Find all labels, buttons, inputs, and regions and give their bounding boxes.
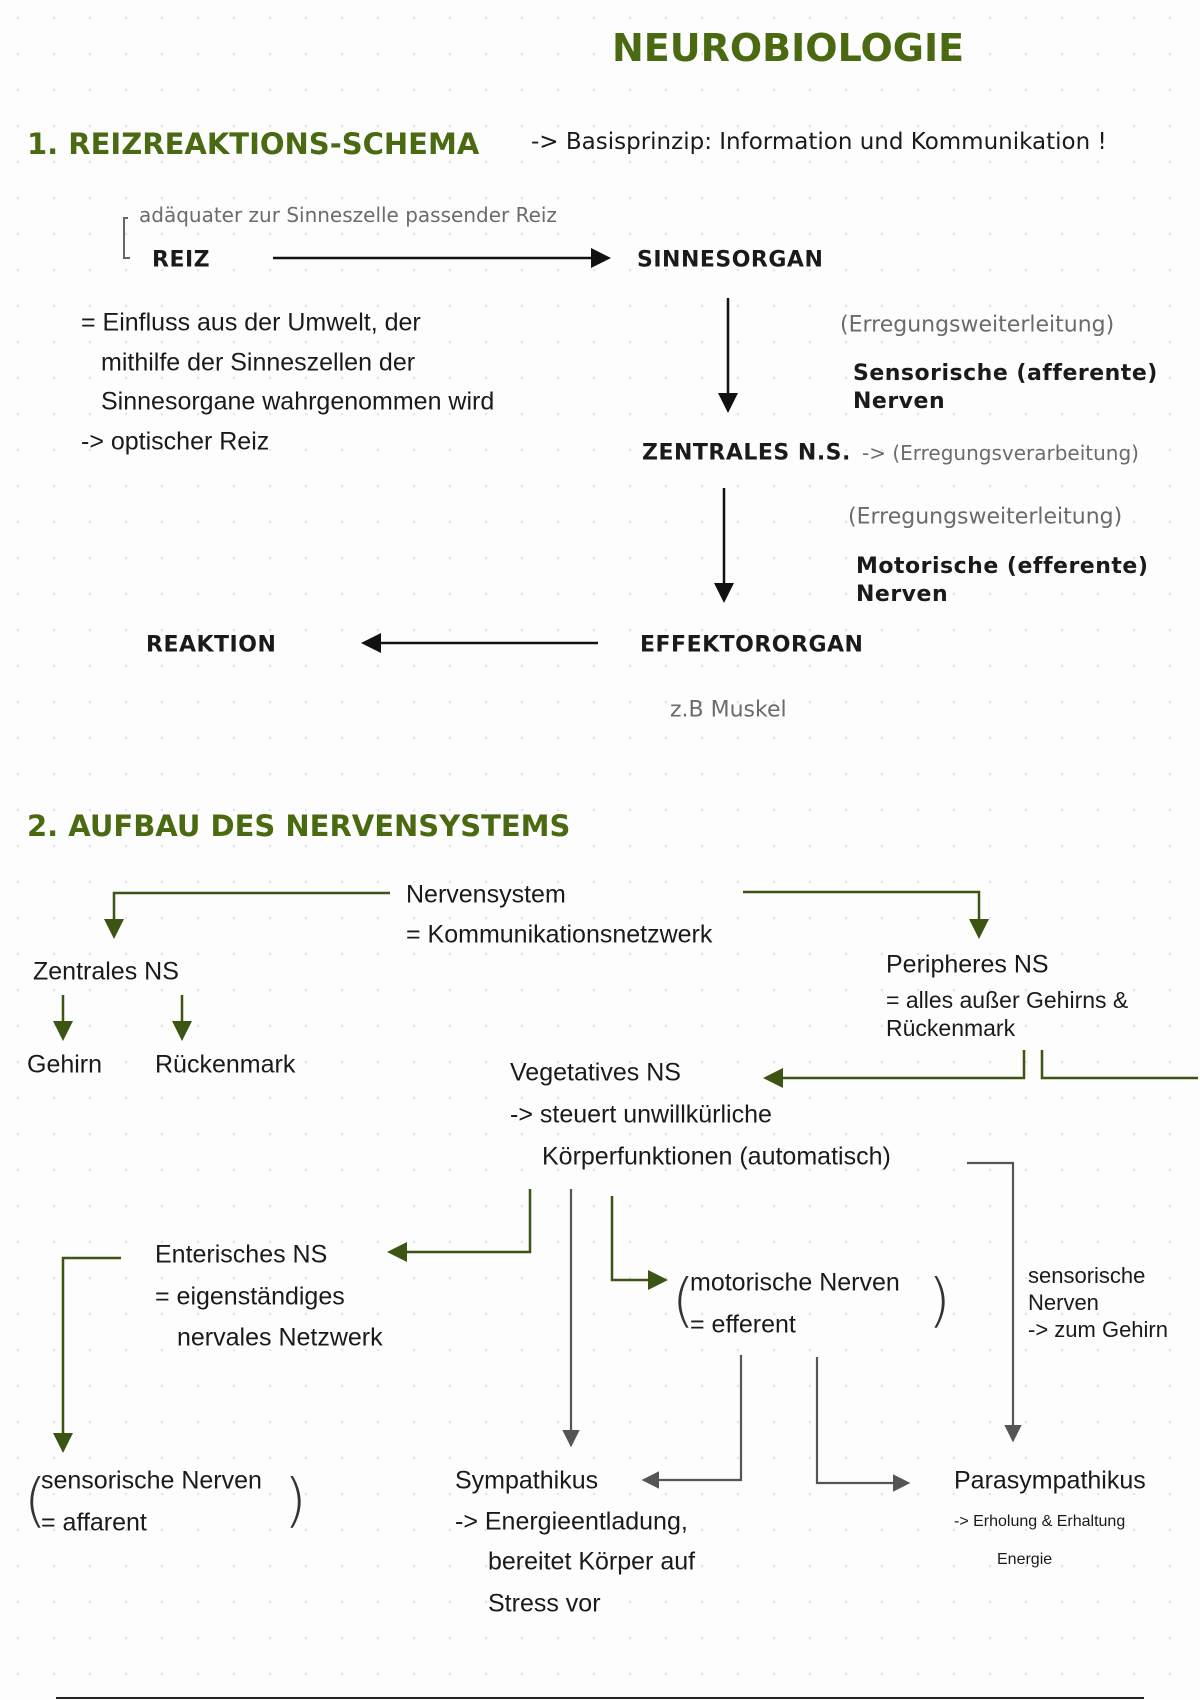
principle-text: -> Basisprinzip: Information und Kommuni… [531, 129, 1107, 155]
parasympathikus-def: Energie [997, 1551, 1053, 1568]
reaktion-label: REAKTION [146, 632, 277, 658]
weiterleitung-label: (Erregungsweiterleitung) [848, 504, 1123, 530]
sympathikus-def: Stress vor [488, 1589, 601, 1618]
sensorische-nerven: sensorische Nerven [41, 1466, 262, 1495]
zentrales-ns-label: ZENTRALES N.S. [642, 440, 851, 466]
enterisches-def: nervales Netzwerk [177, 1323, 383, 1352]
motorische-label: Motorische (efferente) Nerven [856, 554, 1149, 607]
parasympathikus: Parasympathikus [954, 1466, 1146, 1495]
verarbeitung-label: -> (Erregungsverarbeitung) [862, 441, 1139, 465]
reiz-label: REIZ [152, 247, 211, 273]
gehirn: Gehirn [27, 1050, 103, 1079]
arrow-to-parasympathikus [967, 1161, 1022, 1443]
sympathikus-def: bereitet Körper auf [488, 1547, 696, 1576]
definition-line: Sinnesorgane wahrgenommen wird [101, 387, 495, 416]
parasympathikus-def: -> Erholung & Erhaltung [954, 1513, 1126, 1530]
enterisches-def: = eigenständiges [155, 1282, 345, 1311]
vegetatives-def: Körperfunktionen (automatisch) [542, 1142, 891, 1171]
peripheres-def: = alles außer Gehirns & Rückenmark [886, 987, 1129, 1041]
enterisches-ns: Enterisches NS [155, 1240, 328, 1269]
sinnesorgan-label: SINNESORGAN [637, 247, 824, 273]
weiterleitung-label: (Erregungsweiterleitung) [840, 312, 1115, 338]
arrow-to-sensorische [53, 1256, 121, 1453]
effektororgan-label: EFFEKTORORGAN [640, 632, 864, 658]
close-paren: ) [928, 1266, 951, 1334]
section1-heading: 1. REIZREAKTIONS-SCHEMA [27, 127, 480, 161]
nervensystem-label: Nervensystem [406, 880, 566, 909]
vegetatives-def: -> steuert unwillkürliche [510, 1100, 772, 1129]
arrow-to-zentrales [104, 891, 390, 939]
affarent-label: = affarent [41, 1508, 147, 1537]
sympathikus-def: -> Energieentladung, [455, 1507, 688, 1536]
sensorische-label: Sensorische (afferente) Nerven [853, 361, 1158, 414]
sensorische-right-def: -> zum Gehirn [1028, 1317, 1168, 1342]
definition-line: = Einfluss aus der Umwelt, der [81, 308, 421, 337]
arrow-to-motorische [610, 1196, 668, 1290]
definition-line: -> optischer Reiz [81, 427, 270, 456]
arrow-motorische-to-parasympathikus [815, 1357, 911, 1492]
arrow-to-peripheres [743, 890, 989, 939]
adequate-note: adäquater zur Sinneszelle passender Reiz [139, 203, 557, 227]
close-paren: ) [284, 1466, 307, 1534]
peripheres-ns: Peripheres NS [886, 950, 1049, 979]
vegetatives-ns: Vegetatives NS [510, 1058, 681, 1087]
line-to-right-branch [1040, 1050, 1198, 1080]
example-label: z.B Muskel [670, 697, 787, 723]
open-paren: ( [672, 1266, 695, 1334]
definition-line: mithilfe der Sinneszellen der [101, 348, 416, 377]
sensorische-right-block: sensorische Nerven -> zum Gehirn [1028, 1262, 1193, 1343]
section2-heading: 2. AUFBAU DES NERVENSYSTEMS [27, 809, 571, 843]
efferent-label: = efferent [690, 1310, 796, 1339]
sympathikus: Sympathikus [455, 1466, 599, 1495]
bracket-mark [123, 217, 130, 259]
sensorische-right: sensorische Nerven [1028, 1263, 1146, 1315]
motorische-nerven: motorische Nerven [690, 1268, 900, 1297]
open-paren: ( [24, 1466, 47, 1534]
rueckenmark: Rückenmark [155, 1050, 296, 1079]
page-title: NEUROBIOLOGIE [612, 26, 965, 70]
zentrales-ns: Zentrales NS [33, 957, 179, 986]
nervensystem-def: = Kommunikationsnetzwerk [406, 920, 713, 949]
arrow-to-enterisches [387, 1189, 532, 1262]
parasympathikus-def-block: -> Erholung & Erhaltung Energie [954, 1503, 1190, 1579]
arrow-motorische-to-sympathikus [641, 1355, 743, 1489]
arrow-to-vegetatives [763, 1050, 1026, 1088]
